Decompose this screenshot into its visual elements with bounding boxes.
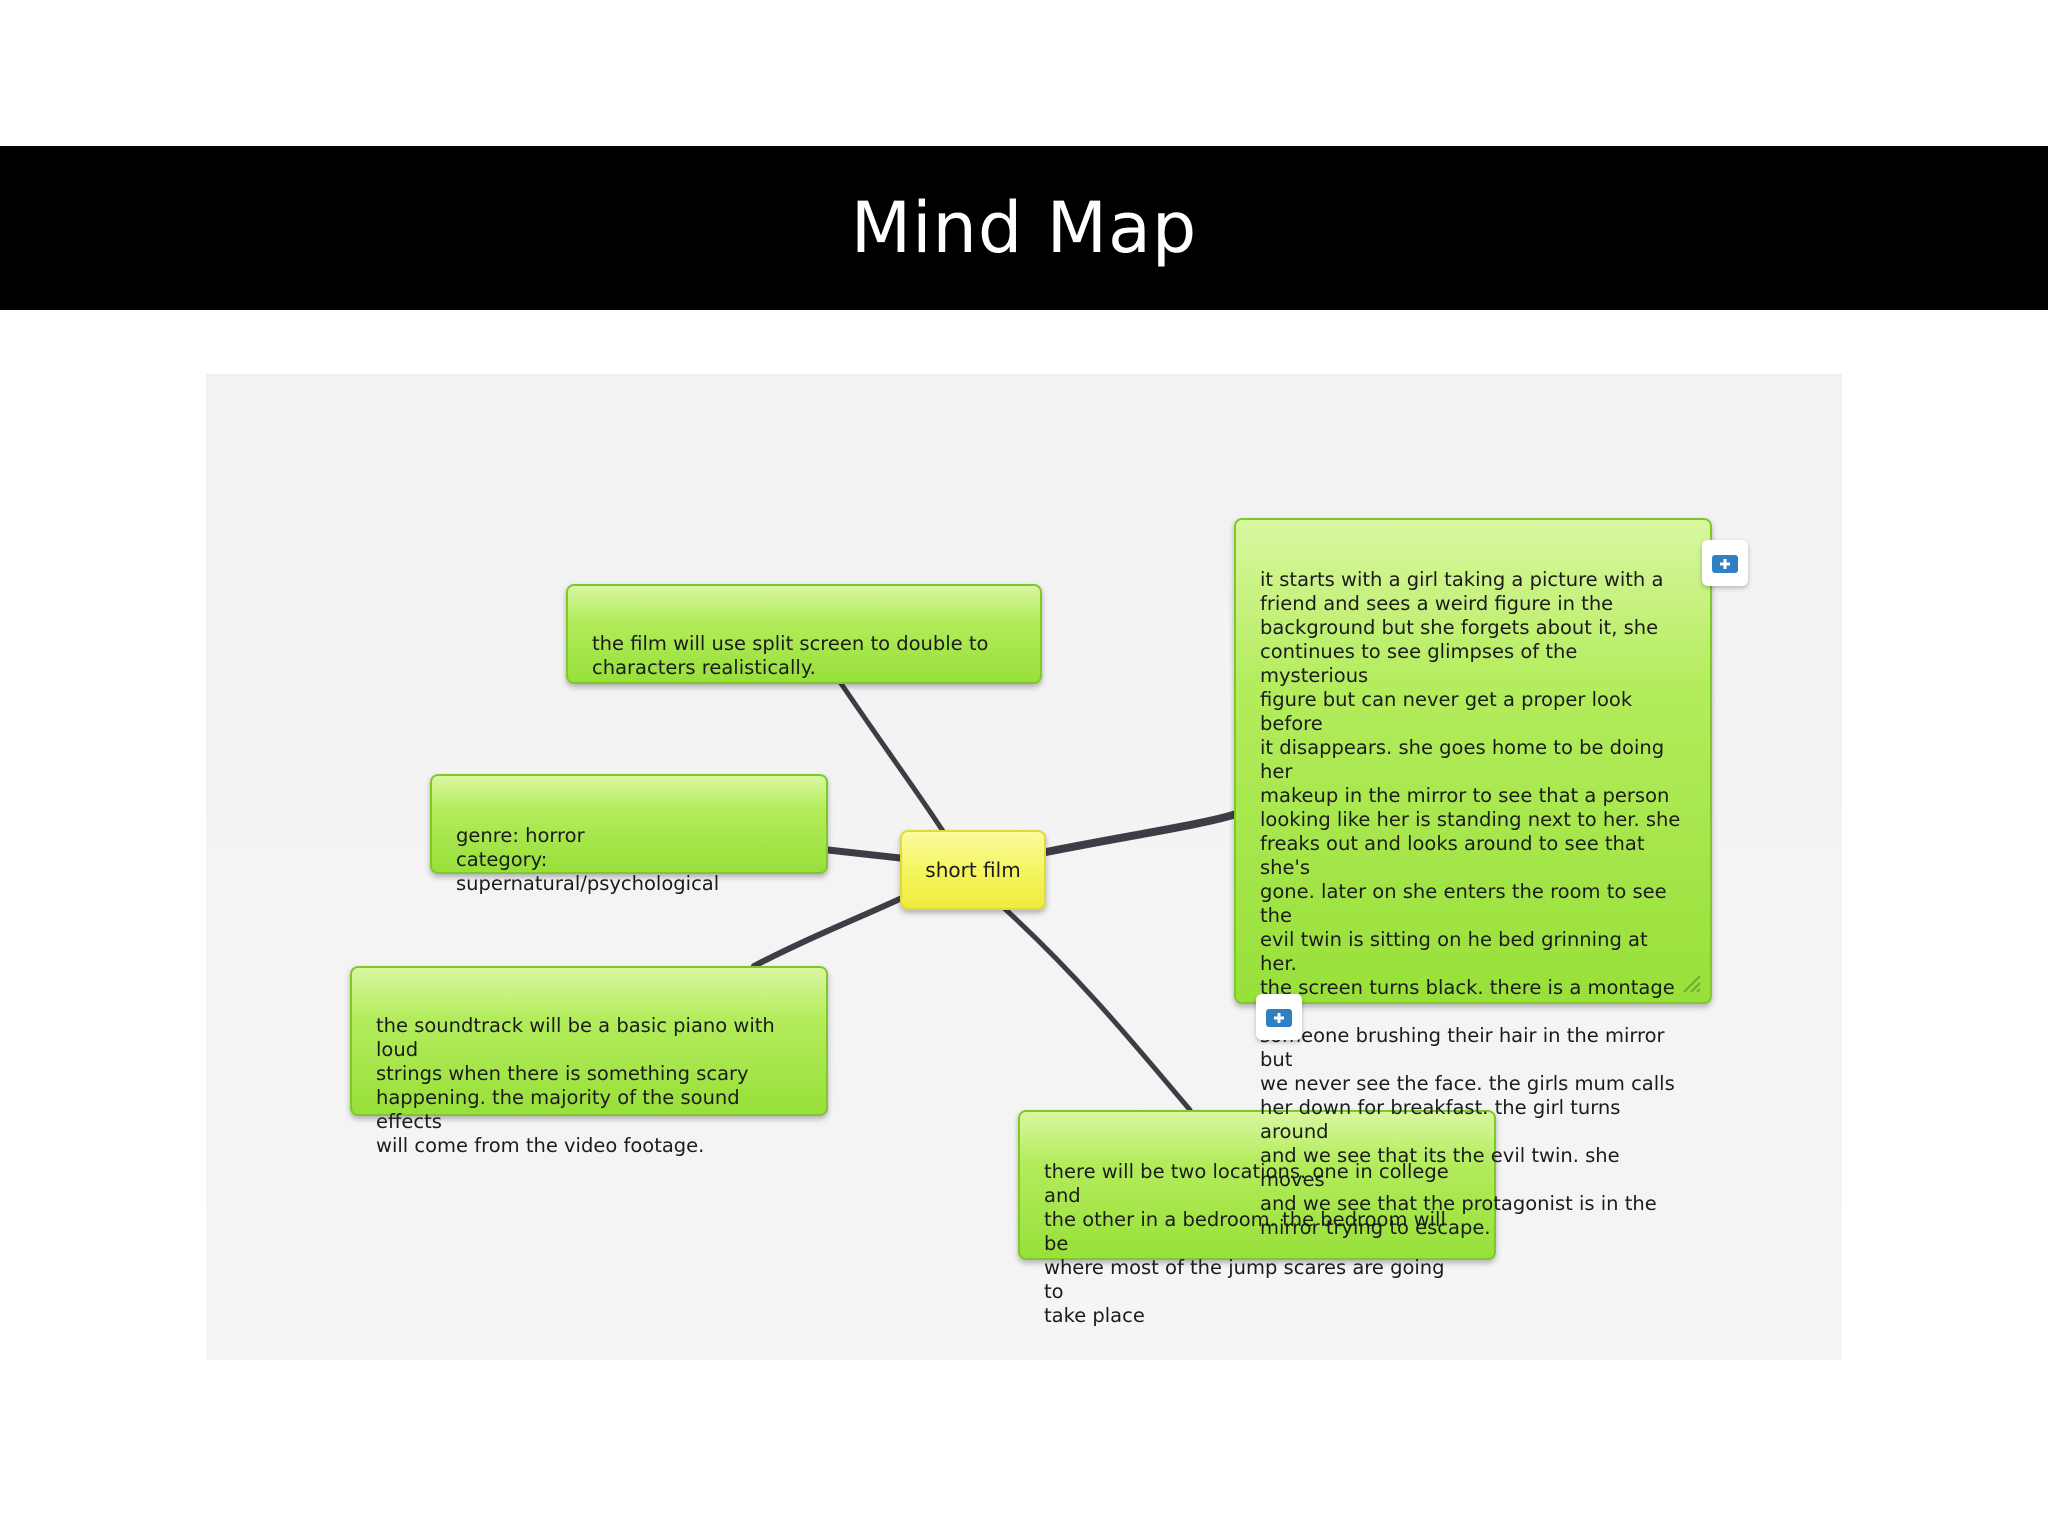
connector-genre [824,846,904,862]
node-locations-text: there will be two locations. one in coll… [1044,1160,1449,1327]
add-icon [1266,1009,1292,1027]
add-child-button-bottom[interactable] [1256,994,1302,1040]
node-genre-text: genre: horror category: supernatural/psy… [456,824,720,895]
slide-title: Mind Map [850,187,1198,269]
add-child-button-right[interactable] [1702,540,1748,586]
mindmap-canvas[interactable]: the film will use split screen to double… [206,374,1842,1360]
central-node[interactable]: short film [900,830,1046,910]
title-bar: Mind Map [0,146,2048,310]
node-plot[interactable]: it starts with a girl taking a picture w… [1234,518,1712,1239]
node-soundtrack-text: the soundtrack will be a basic piano wit… [376,1014,775,1157]
connector-locations [1001,905,1193,1113]
node-split-screen[interactable]: the film will use split screen to double… [566,584,1042,684]
central-node-label: short film [925,858,1021,882]
resize-grip-icon[interactable] [1680,972,1702,994]
node-locations[interactable]: there will be two locations. one in coll… [1018,1110,1496,1327]
connector-split-screen [837,679,949,839]
node-split-screen-text: the film will use split screen to double… [592,632,989,679]
node-plot-text: it starts with a girl taking a picture w… [1260,568,1681,1239]
connector-soundtrack [751,895,905,969]
add-icon [1712,555,1738,573]
connector-plot [1042,810,1240,856]
node-soundtrack[interactable]: the soundtrack will be a basic piano wit… [350,966,828,1157]
node-genre[interactable]: genre: horror category: supernatural/psy… [430,774,828,895]
connector-lines [751,679,1240,1113]
